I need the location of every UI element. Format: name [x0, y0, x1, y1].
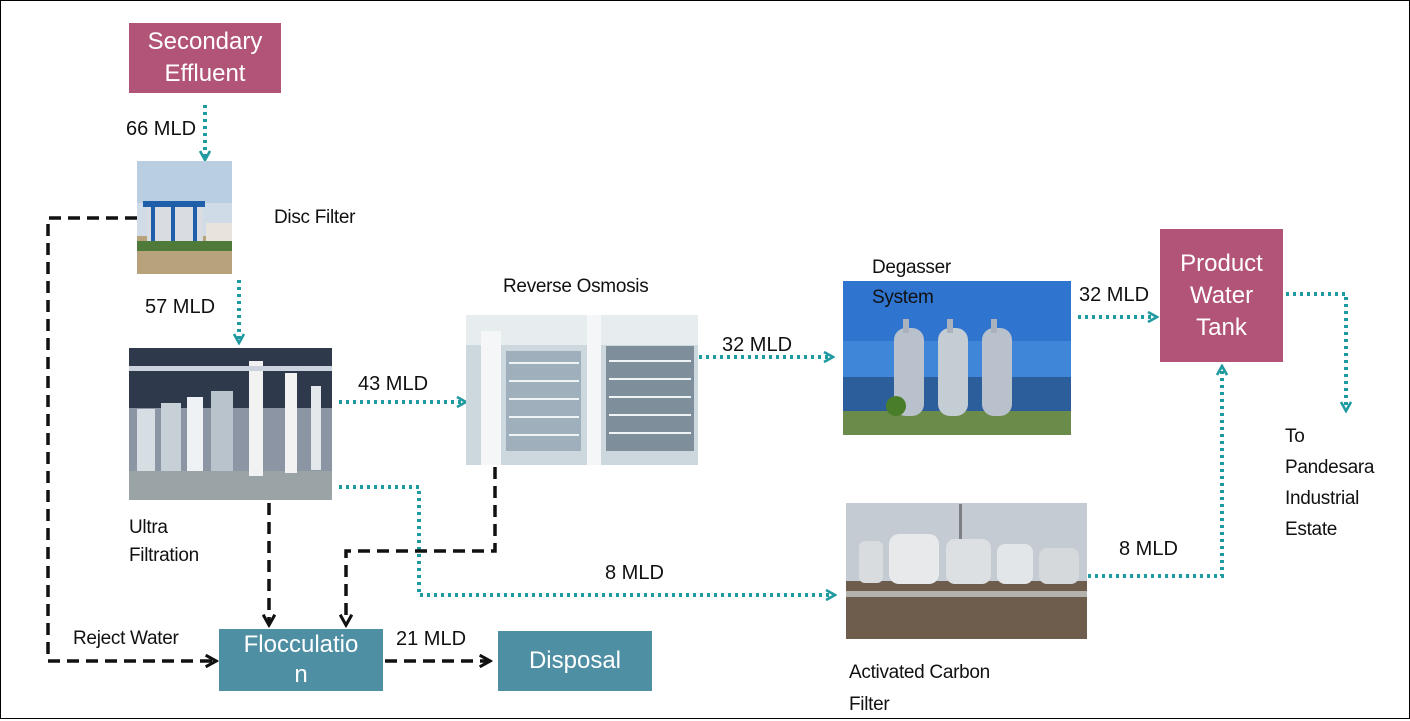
- ultra-filtration-line-1: Ultra: [129, 517, 168, 538]
- flow-label-disc-to-uf: 57 MLD: [145, 296, 216, 318]
- activated-carbon-line-2: Filter: [849, 694, 890, 715]
- destination-line-2: Pandesara: [1285, 457, 1375, 478]
- reject-water-label: Reject Water: [73, 628, 179, 649]
- disposal-label: Disposal: [528, 647, 622, 674]
- arrow-disc-reject: [46, 216, 215, 661]
- degasser-photo: [843, 281, 1071, 435]
- flocculation-line-1: Flocculatio: [243, 631, 359, 658]
- activated-carbon-photo: [846, 503, 1087, 639]
- ultra-filtration-label: Ultra Filtration: [129, 514, 199, 570]
- activated-carbon-line-1: Activated Carbon: [849, 662, 990, 683]
- product-water-tank-line-3: Tank: [1196, 313, 1247, 341]
- product-water-tank-line-2: Water: [1189, 281, 1254, 309]
- arrow-uf-to-carbon: [339, 485, 834, 595]
- product-water-tank-box: Product Water Tank: [1160, 229, 1283, 362]
- flow-label-floc-to-disposal: 21 MLD: [396, 628, 467, 650]
- flow-label-effluent-to-disc: 66 MLD: [126, 118, 197, 140]
- flocculation-line-2: n: [294, 661, 308, 688]
- flow-label-uf-to-ro: 43 MLD: [358, 373, 429, 395]
- activated-carbon-label: Activated Carbon Filter: [849, 657, 990, 721]
- flocculation-box: Flocculatio n: [219, 629, 383, 691]
- arrow-tank-to-destination: [1286, 292, 1346, 410]
- arrow-ro-reject: [346, 467, 497, 624]
- ultra-filtration-photo: [129, 348, 332, 500]
- destination-line-3: Industrial: [1285, 488, 1360, 509]
- ultra-filtration-line-2: Filtration: [129, 545, 199, 566]
- degasser-label: Degasser System: [872, 253, 951, 313]
- flow-label-carbon-to-tank: 8 MLD: [1119, 538, 1178, 560]
- degasser-label-line-1: Degasser: [872, 257, 951, 278]
- destination-line-1: To: [1285, 426, 1305, 447]
- secondary-effluent-box: Secondary Effluent: [129, 23, 281, 93]
- secondary-effluent-line-2: Effluent: [164, 60, 246, 87]
- flow-label-degasser-to-tank: 32 MLD: [1079, 284, 1150, 306]
- destination-label: To Pandesara Industrial Estate: [1285, 421, 1375, 545]
- arrow-carbon-to-tank: [1088, 367, 1222, 578]
- flow-label-ro-to-degasser: 32 MLD: [722, 334, 793, 356]
- destination-line-4: Estate: [1285, 519, 1338, 540]
- reverse-osmosis-label: Reverse Osmosis: [503, 276, 649, 297]
- disposal-box: Disposal: [498, 631, 652, 691]
- secondary-effluent-line-1: Secondary: [147, 28, 263, 55]
- degasser-label-line-2: System: [872, 287, 934, 308]
- disc-filter-photo: [137, 161, 232, 274]
- flow-label-uf-to-carbon: 8 MLD: [605, 562, 664, 584]
- product-water-tank-line-1: Product: [1180, 249, 1263, 277]
- disc-filter-label: Disc Filter: [274, 207, 356, 228]
- reverse-osmosis-photo: [466, 315, 698, 465]
